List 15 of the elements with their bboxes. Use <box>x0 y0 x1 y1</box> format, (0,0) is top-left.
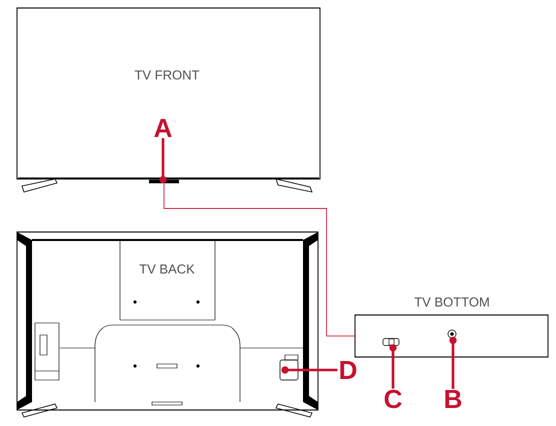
port <box>280 360 298 380</box>
callout-letter: C <box>384 390 402 408</box>
leader-line <box>159 138 167 184</box>
connector-line <box>164 183 355 336</box>
power-button <box>448 330 456 338</box>
callout-letter: A <box>154 119 172 137</box>
leader-line <box>281 366 338 374</box>
tv-back-panel: TV BACK <box>16 232 318 410</box>
leader-line <box>389 344 397 389</box>
callout-letter: D <box>340 361 356 379</box>
switch <box>382 338 400 346</box>
callout-letter: B <box>445 390 462 408</box>
tv-bottom-panel: TV BOTTOM <box>354 297 548 358</box>
node-label: TV BOTTOM <box>414 297 489 307</box>
leader-line <box>449 336 457 389</box>
